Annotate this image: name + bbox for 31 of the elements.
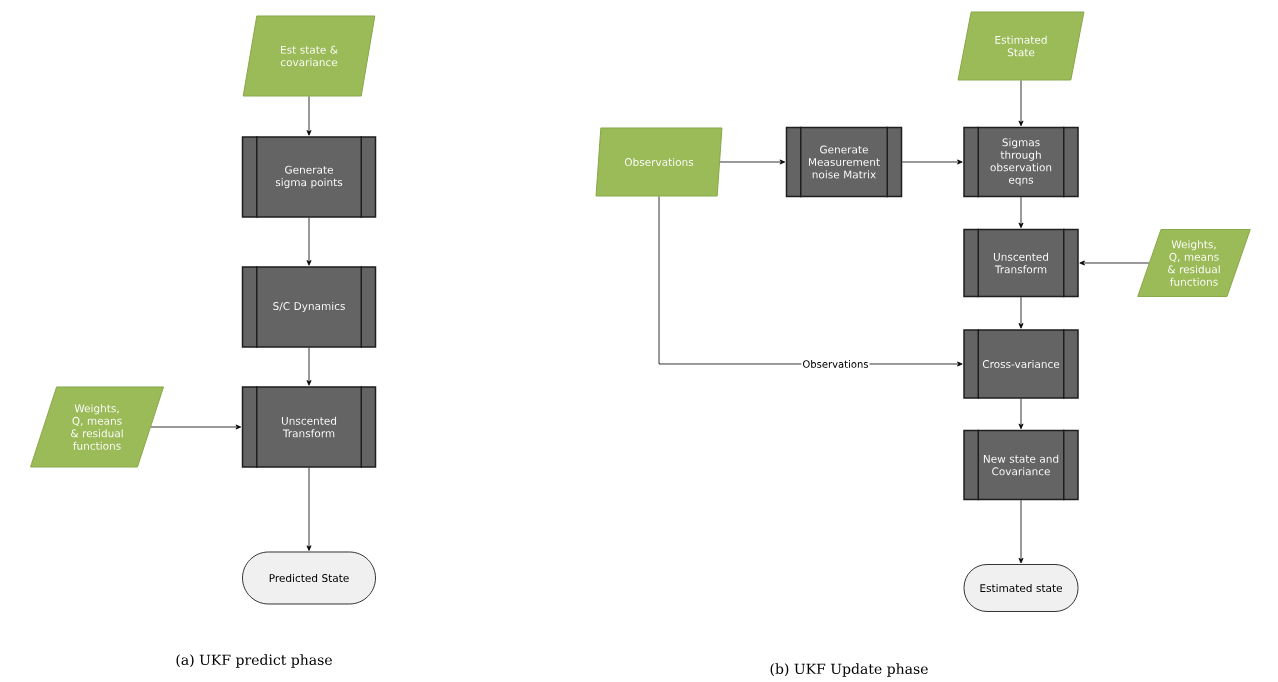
process-box: New state and Covariance [963,429,1079,501]
arrow [1018,196,1024,229]
data-parallelogram: Weights, Q, means & residual functions [1137,229,1251,297]
caption: (b) UKF Update phase [770,663,928,677]
arrow [1018,80,1024,127]
arrow [150,424,242,430]
data-parallelogram: Est state & covariance [242,15,376,97]
process-box: Unscented Transform [963,228,1079,298]
arrow [1079,260,1150,266]
process-box: Sigmas through observation eqns [963,126,1079,198]
process-box: S/C Dynamics [241,265,377,349]
arrow [1018,398,1024,430]
arrow [1018,499,1024,564]
process-box: Unscented Transform [241,385,377,469]
data-parallelogram: Observations [595,127,723,197]
arrow [1018,296,1024,329]
terminal-box: Estimated state [963,564,1079,612]
data-parallelogram: Weights, Q, means & residual functions [30,386,164,468]
edge-label: Observations [801,359,870,369]
arrow [306,467,312,551]
arrow [306,217,312,266]
arrow [901,159,963,165]
arrow [306,96,312,136]
caption: (a) UKF predict phase [176,654,332,668]
arrow [306,347,312,386]
process-box: Generate sigma points [241,135,377,219]
arrow [719,159,786,165]
terminal-box: Predicted State [242,551,376,605]
process-box: Generate Measurement noise Matrix [785,126,903,198]
process-box: Cross-variance [963,328,1079,400]
data-parallelogram: Estimated State [957,11,1085,81]
